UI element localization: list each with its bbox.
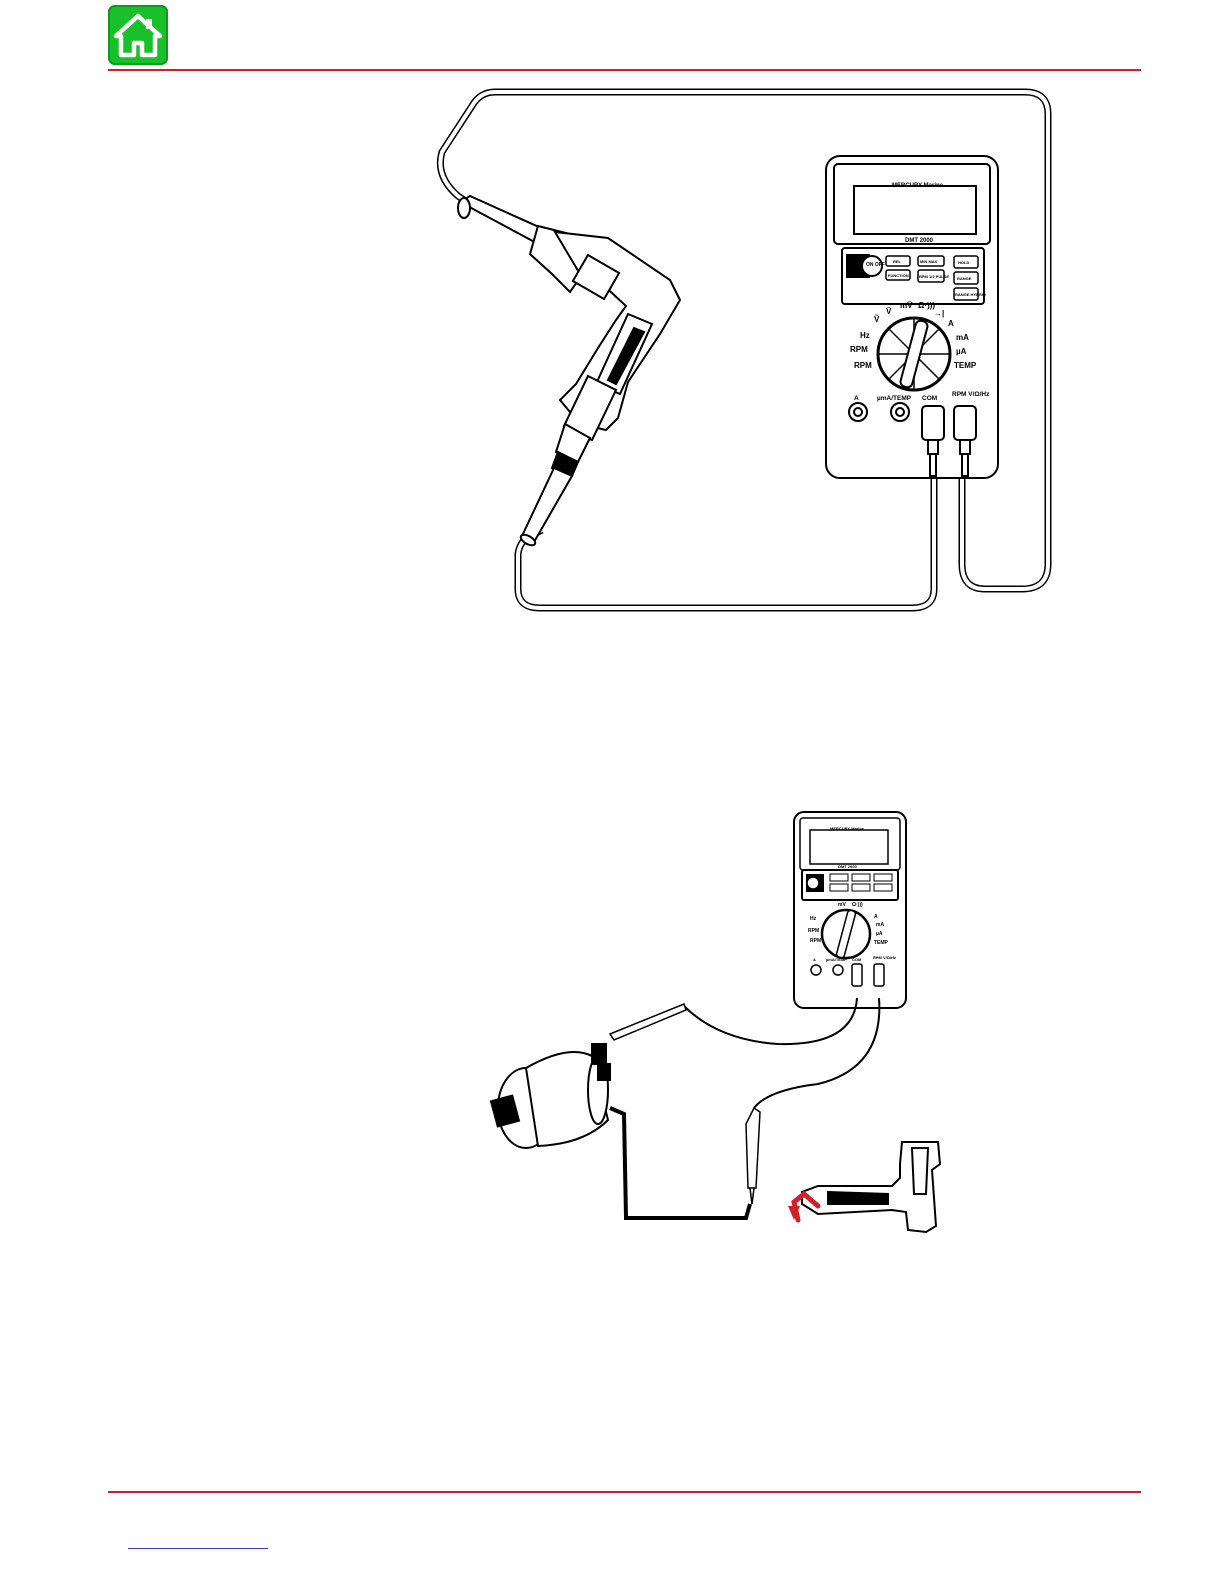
meter-btn-rel: REL bbox=[893, 259, 902, 264]
meter-btn-function: FUNCTION bbox=[888, 273, 909, 278]
figure-meter-plug-lead: MERCURY Marine DMT 2000 ON OFF REL MIN M… bbox=[430, 84, 1070, 616]
dial-label-diode: →| bbox=[934, 309, 944, 318]
dial-label-vac: Ṽ bbox=[874, 315, 880, 324]
home-button[interactable] bbox=[108, 5, 168, 65]
dial-label-temp: TEMP bbox=[954, 361, 977, 370]
jack-label-uma: µmA/TEMP bbox=[877, 395, 912, 402]
meter-model: DMT 2000 bbox=[905, 238, 934, 244]
meter2-brand: MERCURY Marine bbox=[830, 826, 865, 831]
dial-label-ma: mA bbox=[956, 333, 969, 342]
meter-btn-range: RANGE bbox=[957, 276, 972, 281]
dial-label-ohm: Ω·))) bbox=[918, 301, 935, 310]
home-icon bbox=[108, 5, 168, 65]
dial-label-mv: mV̄ bbox=[900, 301, 913, 310]
dial-label-rpm-2: RPM bbox=[854, 361, 872, 370]
meter-power-label: ON OFF bbox=[866, 262, 885, 268]
jack2-rpm-v: RPM V/Ω/Hz bbox=[873, 955, 896, 960]
jack-label-a: A bbox=[854, 395, 859, 402]
jack2-uma: µmA/TEMP bbox=[826, 957, 847, 962]
dial-label-rpm-1: RPM bbox=[850, 345, 868, 354]
dial-label-a: A bbox=[948, 319, 954, 328]
footer-rule bbox=[108, 1491, 1141, 1493]
spark-plug-boot-small bbox=[802, 1142, 940, 1232]
meter2-model: DMT 2000 bbox=[838, 864, 857, 869]
meter-btn-minmax: MIN MAX bbox=[920, 259, 938, 264]
meter-btn-rpm: RPM 1/2 PULSE bbox=[919, 274, 949, 279]
meter-btn-hold: HOLD bbox=[958, 260, 969, 265]
jack-label-rpm-v: RPM V/Ω/Hz bbox=[952, 391, 990, 398]
meter-brand: MERCURY Marine bbox=[892, 183, 944, 189]
dial2-rpm-2: RPM bbox=[810, 938, 821, 944]
dial2-hz: Hz bbox=[810, 916, 817, 922]
dial2-ohm: Ω·))) bbox=[852, 902, 863, 908]
dial2-ua: µA bbox=[876, 931, 883, 937]
figure-meter-ignition-coil: MERCURY Marine DMT 2000 Hz mV Ω·))) A mA… bbox=[488, 808, 968, 1240]
dial-label-hz: Hz bbox=[860, 331, 870, 340]
spark-plug-boot bbox=[458, 196, 680, 547]
dial-label-vdc: V̄ bbox=[886, 307, 892, 316]
dial2-a: A bbox=[874, 914, 878, 920]
dial2-temp: TEMP bbox=[874, 940, 889, 946]
multimeter: MERCURY Marine DMT 2000 ON OFF REL MIN M… bbox=[826, 156, 998, 478]
ignition-coil bbox=[491, 1044, 610, 1148]
jack2-com: COM bbox=[852, 957, 862, 962]
meter-btn-range-hybrid: RANGE HYBRID bbox=[955, 292, 986, 297]
dial2-ma: mA bbox=[876, 922, 884, 928]
footer-link-underline[interactable] bbox=[128, 1548, 268, 1563]
dial2-mv: mV bbox=[838, 902, 846, 908]
jack2-a: A bbox=[813, 957, 816, 962]
multimeter-small: MERCURY Marine DMT 2000 Hz mV Ω·))) A mA… bbox=[794, 812, 906, 1008]
dial2-rpm-1: RPM bbox=[808, 928, 819, 934]
header-rule bbox=[108, 69, 1141, 71]
dial-label-ua: µA bbox=[956, 347, 967, 356]
jack-label-com: COM bbox=[922, 395, 937, 402]
